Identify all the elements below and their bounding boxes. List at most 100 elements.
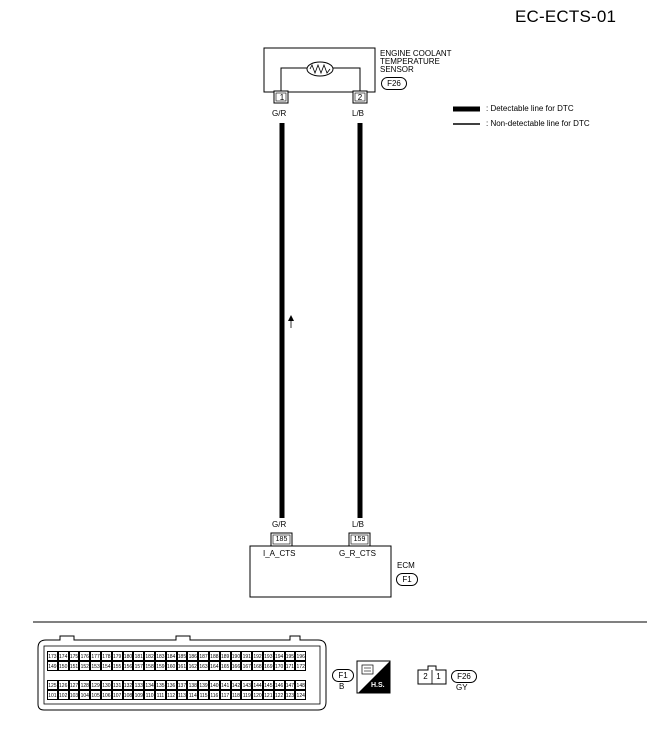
f1-pin-cell: 152 xyxy=(79,661,91,671)
f1-pin-cell: 182 xyxy=(144,651,155,661)
f1-pin-cell: 133 xyxy=(133,680,145,690)
f1-pin-cell: 158 xyxy=(144,661,155,671)
f1-pin-cell: 112 xyxy=(165,690,177,700)
f1-pin-cell: 150 xyxy=(57,661,69,671)
f1-pin-cell: 103 xyxy=(68,690,80,700)
f1-pin-cell: 115 xyxy=(198,690,209,700)
f1-pin-cell: 111 xyxy=(154,690,166,700)
f1-pin-cell: 192 xyxy=(252,651,263,661)
f1-pin-cell: 145 xyxy=(262,680,274,690)
f1-pin-cell: 141 xyxy=(219,680,231,690)
f1-pin-cell: 104 xyxy=(79,690,91,700)
f1-pin-cell: 135 xyxy=(154,680,166,690)
f1-pin-cell: 164 xyxy=(208,661,220,671)
ecm-box xyxy=(249,545,392,598)
f1-pin-cell: 126 xyxy=(57,680,69,690)
diagram-code: EC-ECTS-01 xyxy=(515,7,617,26)
harness-side-label: H.S. xyxy=(371,682,385,689)
ecm-signal-i-a-cts: I_A_CTS xyxy=(263,549,296,558)
wire-color-left-top: G/R xyxy=(272,109,287,118)
wire-color-left-bottom: G/R xyxy=(272,520,287,529)
f1-pin-cell: 168 xyxy=(252,661,263,671)
ecm-pin-185: 185 xyxy=(275,536,288,543)
f1-pin-cell: 121 xyxy=(262,690,274,700)
sensor-internal-wire xyxy=(280,67,361,92)
sensor-pin-1: 1 xyxy=(279,93,285,102)
f26-connector-label: F26 xyxy=(451,670,477,683)
f1-pin-cell: 139 xyxy=(198,680,209,690)
wire-color-right-top: L/B xyxy=(352,109,365,118)
legend-detectable: : Detectable line for DTC xyxy=(486,104,574,113)
f1-pin-cell: 144 xyxy=(252,680,263,690)
f1-pin-cell: 109 xyxy=(133,690,145,700)
f1-pin-cell: 134 xyxy=(144,680,155,690)
f1-pin-cell: 127 xyxy=(68,680,80,690)
f1-pin-cell: 131 xyxy=(111,680,123,690)
f1-pin-cell: 156 xyxy=(122,661,134,671)
f1-pin-cell: 118 xyxy=(230,690,242,700)
f26-pin-2: 2 xyxy=(423,672,428,681)
f1-pin-cell: 161 xyxy=(176,661,188,671)
f1-pin-cell: 189 xyxy=(219,651,231,661)
f1-pin-cell: 129 xyxy=(90,680,101,690)
f1-pin-cell: 191 xyxy=(241,651,253,661)
legend-non-detectable: : Non-detectable line for DTC xyxy=(486,119,590,128)
ecm-name: ECM xyxy=(397,561,415,570)
f1-pin-cell: 173 xyxy=(47,651,58,661)
f1-pin-cell: 101 xyxy=(47,690,58,700)
f1-pin-cell: 160 xyxy=(165,661,177,671)
f1-pin-cell: 108 xyxy=(122,690,134,700)
sensor-connector-label: F26 xyxy=(381,77,407,90)
f1-pin-cell: 148 xyxy=(295,680,307,690)
f1-pin-cell: 185 xyxy=(176,651,188,661)
f1-pin-cell: 128 xyxy=(79,680,91,690)
f1-pin-cell: 124 xyxy=(295,690,307,700)
f1-pin-cell: 193 xyxy=(262,651,274,661)
f1-pin-cell: 125 xyxy=(47,680,58,690)
f1-pin-cell: 179 xyxy=(111,651,123,661)
f1-pin-cell: 159 xyxy=(154,661,166,671)
f1-connector-label: F1 xyxy=(332,669,354,682)
f1-pin-cell: 187 xyxy=(198,651,209,661)
f1-pin-cell: 116 xyxy=(208,690,220,700)
ecm-signal-g-r-cts: G_R_CTS xyxy=(339,549,376,558)
f1-pin-cell: 174 xyxy=(57,651,69,661)
f1-pin-cell: 177 xyxy=(90,651,101,661)
f1-pin-cell: 120 xyxy=(252,690,263,700)
f1-pin-cell: 132 xyxy=(122,680,134,690)
f1-pin-cell: 180 xyxy=(122,651,134,661)
f1-pin-cell: 195 xyxy=(284,651,296,661)
f1-pin-cell: 122 xyxy=(273,690,285,700)
f1-pin-cell: 119 xyxy=(241,690,253,700)
f26-pin-1: 1 xyxy=(436,672,441,681)
f1-pin-cell: 146 xyxy=(273,680,285,690)
f1-pin-cell: 114 xyxy=(187,690,199,700)
f1-pin-cell: 196 xyxy=(295,651,307,661)
f1-pin-cell: 166 xyxy=(230,661,242,671)
f1-pin-cell: 107 xyxy=(111,690,123,700)
wire-color-right-bottom: L/B xyxy=(352,520,365,529)
f1-pin-cell: 184 xyxy=(165,651,177,661)
f1-pin-cell: 154 xyxy=(100,661,112,671)
sensor-name-line-1: ENGINE COOLANT xyxy=(380,49,452,58)
f1-pin-cell: 140 xyxy=(208,680,220,690)
thermistor-icon xyxy=(306,61,334,77)
f1-connector-color: B xyxy=(339,682,345,691)
f1-pin-cell: 113 xyxy=(176,690,188,700)
f1-pin-cell: 138 xyxy=(187,680,199,690)
f1-pin-cell: 175 xyxy=(68,651,80,661)
f1-pin-cell: 142 xyxy=(230,680,242,690)
f26-connector-color: GY xyxy=(456,683,468,692)
f1-pin-cell: 162 xyxy=(187,661,199,671)
ecm-pin-159: 159 xyxy=(353,536,366,543)
sensor-pin-2: 2 xyxy=(357,93,363,102)
signal-arrow-icon xyxy=(288,315,294,328)
f1-pin-cell: 167 xyxy=(241,661,253,671)
f1-pin-cell: 106 xyxy=(100,690,112,700)
f1-pin-cell: 102 xyxy=(57,690,69,700)
f1-pin-cell: 190 xyxy=(230,651,242,661)
